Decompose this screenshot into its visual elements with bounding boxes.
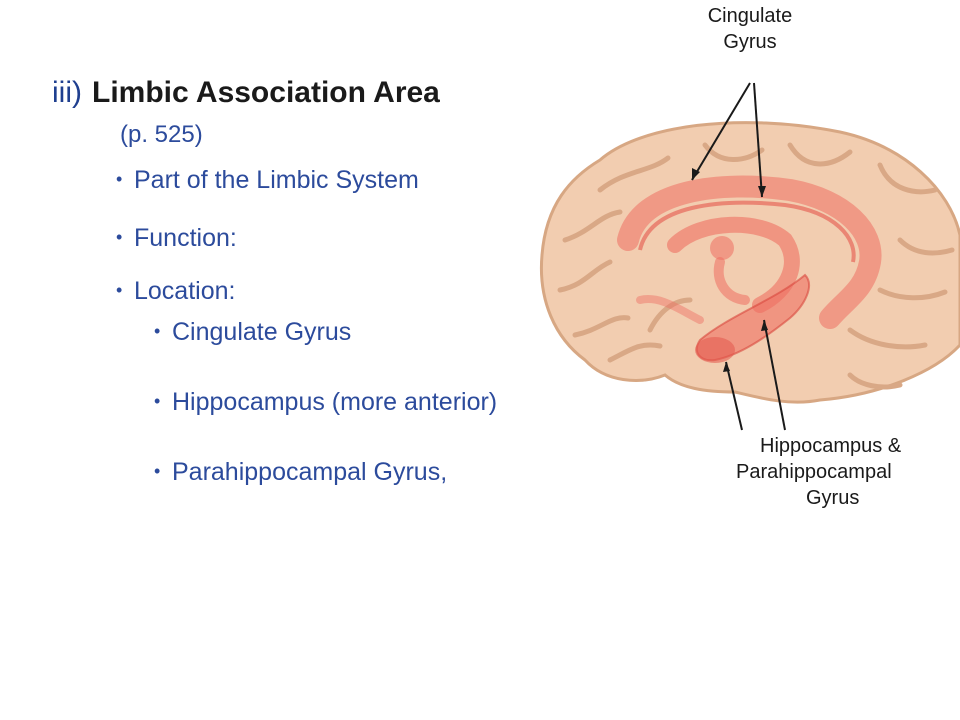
label-line: Parahippocampal [736, 461, 892, 483]
bullet-dot: • [154, 461, 161, 481]
brain-folds [557, 142, 955, 390]
sub-bullet-cingulate: • Cingulate Gyrus [154, 318, 351, 347]
label-line: Cingulate [707, 5, 793, 27]
mammillary-shape [710, 236, 734, 260]
limbic-structures [617, 175, 882, 363]
cingulate-gyrus-shape [617, 175, 882, 329]
bullet-dot: • [154, 321, 161, 341]
amygdala-shape [695, 337, 735, 363]
heading-title: Limbic Association Area [92, 76, 440, 109]
bullet-limbic-system: • Part of the Limbic System [116, 166, 419, 195]
pointer-lines [691, 82, 786, 431]
sub-bullet-parahippocampal: • Parahippocampal Gyrus, [154, 458, 447, 487]
bullet-text: Function: [134, 224, 237, 252]
bullet-dot: • [116, 227, 123, 247]
bullet-text: Hippocampus (more anterior) [172, 388, 498, 416]
bullet-text: Parahippocampal Gyrus, [172, 458, 448, 486]
bullet-dot: • [154, 391, 161, 411]
label-cingulate-gyrus: Cingulate Gyrus [690, 3, 810, 55]
sub-bullet-hippocampus: • Hippocampus (more anterior) [154, 388, 497, 417]
bullet-text: Cingulate Gyrus [172, 318, 352, 346]
bullet-text: Part of the Limbic System [134, 166, 419, 194]
bullet-text: Location: [134, 277, 236, 305]
bullet-dot: • [116, 169, 123, 189]
page-reference: (p. 525) [120, 121, 203, 148]
label-line: Hippocampus & [760, 435, 902, 457]
bullet-dot: • [116, 280, 123, 300]
pointer-arrowheads [692, 168, 768, 372]
label-line: Gyrus [723, 31, 777, 53]
label-hippocampus-parahippocampal: Hippocampus & Parahippocampal Gyrus [730, 433, 955, 511]
fornix-shape [667, 216, 800, 313]
heading-number: iii) [52, 76, 82, 109]
bullet-location: • Location: [116, 277, 235, 306]
bullet-function: • Function: [116, 224, 237, 253]
label-line: Gyrus [806, 487, 860, 509]
slide-heading: iii) Limbic Association Area [52, 76, 440, 110]
